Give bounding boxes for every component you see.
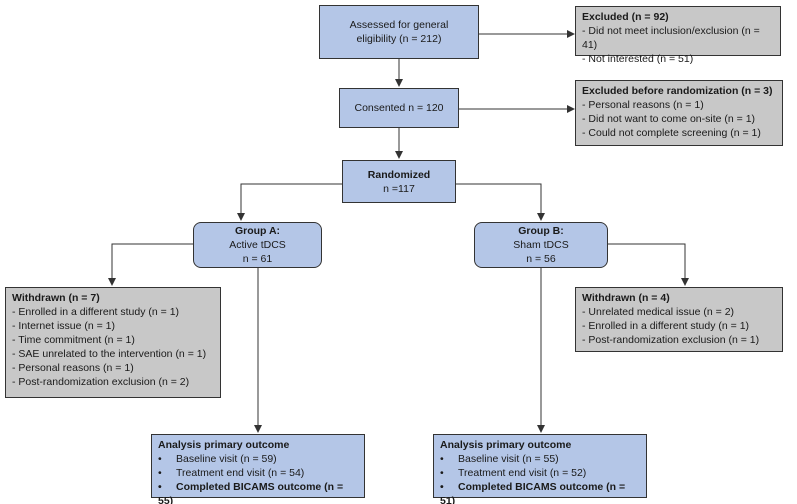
analysis-b-item: Treatment end visit (n = 52): [440, 466, 640, 480]
withdrawn-b-title: Withdrawn (n = 4): [582, 292, 670, 304]
group-a-label: Active tDCS: [229, 239, 286, 251]
excluded-item: Did not meet inclusion/exclusion (n = 41…: [582, 24, 774, 52]
group-b-box: Group B: Sham tDCS n = 56: [474, 222, 608, 268]
consented-label: Consented n = 120: [354, 102, 444, 114]
randomized-count: n =117: [383, 182, 415, 195]
excluded-item: Not interested (n = 51): [582, 52, 774, 66]
withdrawn-a-item: Internet issue (n = 1): [12, 319, 214, 333]
randomized-title: Randomized: [367, 168, 431, 181]
withdrawn-b-item: Post-randomization exclusion (n = 1): [582, 333, 776, 347]
withdrawn-a-item: Post-randomization exclusion (n = 2): [12, 375, 214, 389]
analysis-b-item: Baseline visit (n = 55): [440, 452, 640, 466]
assessed-box: Assessed for general eligibility (n = 21…: [319, 5, 479, 59]
analysis-b-title: Analysis primary outcome: [440, 439, 572, 451]
analysis-b-box: Analysis primary outcome Baseline visit …: [433, 434, 647, 504]
excluded-box: Excluded (n = 92) Did not meet inclusion…: [575, 6, 781, 65]
arrow-group-b-to-withdrawn: [608, 243, 689, 286]
withdrawn-a-title: Withdrawn (n = 7): [12, 292, 100, 304]
group-a-title: Group A:: [234, 225, 281, 237]
analysis-a-item: Baseline visit (n = 59): [158, 452, 358, 466]
withdrawn-a-item: Personal reasons (n = 1): [12, 361, 214, 375]
excluded-before-item: Could not complete screening (n = 1): [582, 126, 776, 140]
withdrawn-b-item: Enrolled in a different study (n = 1): [582, 319, 776, 333]
group-b-title: Group B:: [518, 225, 564, 237]
analysis-a-title: Analysis primary outcome: [158, 439, 290, 451]
withdrawn-a-item: Enrolled in a different study (n = 1): [12, 305, 214, 319]
analysis-b-item: Completed BICAMS outcome (n = 51): [440, 480, 640, 504]
excluded-before-title: Excluded before randomization (n = 3): [582, 85, 773, 97]
group-b-count: n = 56: [526, 253, 556, 265]
group-a-count: n = 61: [242, 253, 273, 265]
analysis-a-item: Completed BICAMS outcome (n = 55): [158, 480, 358, 504]
arrow-randomized-to-group-a: [237, 183, 342, 221]
analysis-a-item: Treatment end visit (n = 54): [158, 466, 358, 480]
excluded-before-box: Excluded before randomization (n = 3) Pe…: [575, 80, 783, 146]
group-b-label: Sham tDCS: [513, 239, 569, 251]
arrow-randomized-to-group-b: [456, 183, 545, 221]
withdrawn-b-box: Withdrawn (n = 4) Unrelated medical issu…: [575, 287, 783, 352]
consented-box: Consented n = 120: [339, 88, 459, 128]
withdrawn-a-box: Withdrawn (n = 7) Enrolled in a differen…: [5, 287, 221, 398]
arrow-group-a-to-withdrawn: [108, 243, 193, 286]
assessed-line1: Assessed for general: [349, 19, 449, 31]
group-a-box: Group A: Active tDCS n = 61: [193, 222, 322, 268]
withdrawn-b-item: Unrelated medical issue (n = 2): [582, 305, 776, 319]
analysis-a-box: Analysis primary outcome Baseline visit …: [151, 434, 365, 504]
withdrawn-a-item: SAE unrelated to the intervention (n = 1…: [12, 347, 214, 361]
excluded-before-item: Personal reasons (n = 1): [582, 98, 776, 112]
randomized-box: Randomized n =117: [342, 160, 456, 203]
excluded-title: Excluded (n = 92): [582, 11, 669, 23]
excluded-before-item: Did not want to come on-site (n = 1): [582, 112, 776, 126]
assessed-line2: eligibility (n = 212): [356, 33, 442, 45]
withdrawn-a-item: Time commitment (n = 1): [12, 333, 214, 347]
